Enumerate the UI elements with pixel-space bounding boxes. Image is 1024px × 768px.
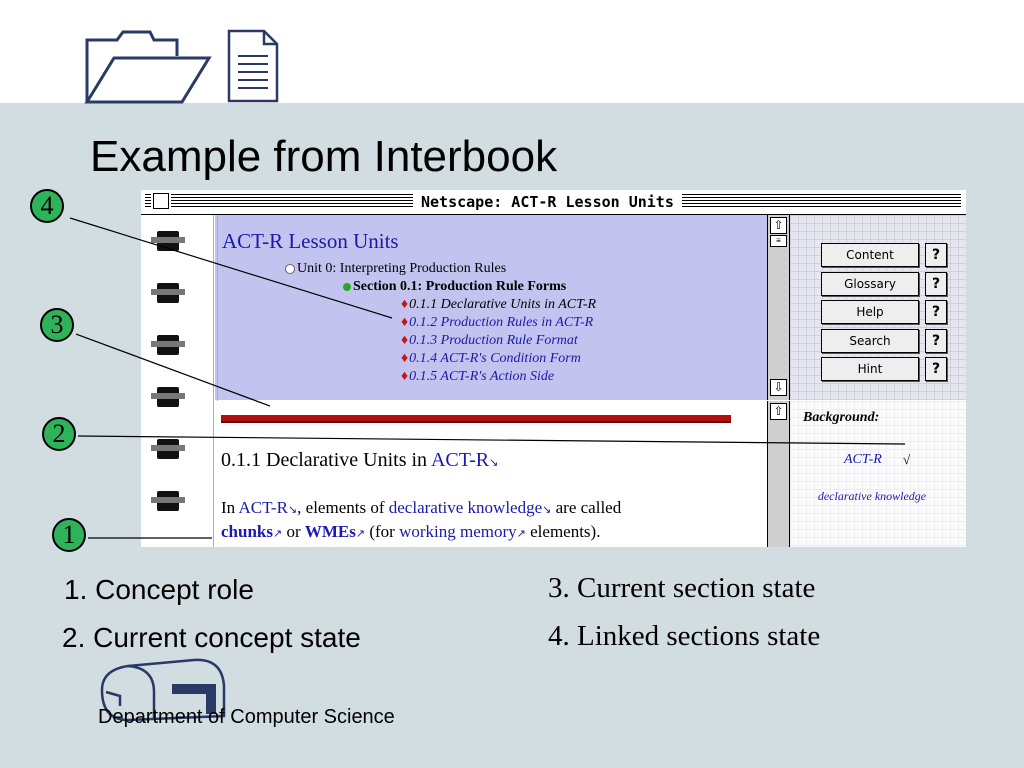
margin-line bbox=[217, 215, 218, 547]
toc-item[interactable]: ♦0.1.3 Production Rule Format bbox=[401, 333, 578, 349]
window-title: Netscape: ACT-R Lesson Units bbox=[413, 192, 682, 212]
toc-item[interactable]: ♦0.1.1 Declarative Units in ACT-R bbox=[401, 297, 596, 313]
known-checkmark: √ bbox=[903, 452, 911, 467]
bullet-red-icon: ♦ bbox=[401, 351, 409, 366]
document-icon bbox=[227, 29, 279, 103]
bullet-red-icon: ♦ bbox=[401, 297, 409, 312]
bullet-red-icon: ♦ bbox=[401, 315, 409, 330]
margin-line bbox=[213, 215, 214, 547]
background-concept-declarative-knowledge[interactable]: declarative knowledge bbox=[817, 489, 927, 503]
link-up-arrow-icon: ↗ bbox=[272, 528, 283, 540]
content-paragraph-line: chunks↗ or WMEs↗ (for working memory↗ el… bbox=[221, 522, 600, 542]
toc-item-label: 0.1.4 ACT-R's Condition Form bbox=[409, 351, 581, 366]
help-button[interactable]: Help bbox=[821, 300, 919, 324]
paragraph-text: or bbox=[282, 522, 305, 541]
footer-department: Department of Computer Science bbox=[98, 706, 395, 728]
link-down-arrow-icon: ↘ bbox=[287, 504, 298, 516]
notebook-binder bbox=[141, 215, 211, 547]
help-help-button[interactable]: ? bbox=[925, 300, 947, 324]
concept-link-wmes[interactable]: WMEs bbox=[304, 522, 356, 541]
leader-line-2 bbox=[77, 435, 906, 445]
concept-link-declarative-knowledge[interactable]: declarative knowledge bbox=[388, 498, 543, 517]
concept-link-working-memory[interactable]: working memory bbox=[399, 522, 517, 541]
search-help-button[interactable]: ? bbox=[925, 329, 947, 353]
close-box-icon[interactable] bbox=[153, 193, 169, 209]
toc-item[interactable]: ♦0.1.2 Production Rules in ACT-R bbox=[401, 315, 593, 331]
leader-line-3 bbox=[75, 333, 271, 407]
paragraph-text: , elements of bbox=[297, 498, 389, 517]
link-down-arrow-icon: ↘ bbox=[542, 504, 552, 516]
paragraph-text: (for bbox=[365, 522, 400, 541]
toc-item-label: 0.1.3 Production Rule Format bbox=[409, 333, 578, 348]
toc-item-label: 0.1.2 Production Rules in ACT-R bbox=[409, 315, 594, 330]
toc-item-label: 0.1.1 Declarative Units in ACT-R bbox=[409, 297, 597, 312]
netscape-window-screenshot: Netscape: ACT-R Lesson Units ACT-R Lesso… bbox=[141, 190, 966, 547]
paragraph-text: are called bbox=[551, 498, 622, 517]
leader-line-4 bbox=[69, 217, 393, 319]
callout-3: 3 bbox=[40, 308, 74, 342]
toc-unit-label: Unit 0: Interpreting Production Rules bbox=[297, 261, 507, 276]
legend-item-2: 2. Current concept state bbox=[62, 622, 361, 653]
red-divider bbox=[221, 415, 731, 423]
glossary-button[interactable]: Glossary bbox=[821, 272, 919, 296]
legend-item-3: 3. Current section state bbox=[548, 572, 816, 604]
toc-scrollbar[interactable]: ⇧ ≡ ⇩ bbox=[767, 215, 790, 400]
concept-link-act-r[interactable]: ACT-R bbox=[238, 498, 288, 517]
legend-item-4: 4. Linked sections state bbox=[548, 620, 821, 652]
toc-unit[interactable]: Unit 0: Interpreting Production Rules bbox=[285, 261, 506, 277]
search-button[interactable]: Search bbox=[821, 329, 919, 353]
content-button[interactable]: Content bbox=[821, 243, 919, 267]
toc-section[interactable]: Section 0.1: Production Rule Forms bbox=[343, 279, 566, 295]
table-of-contents-frame: ACT-R Lesson Units Unit 0: Interpreting … bbox=[215, 215, 837, 400]
scroll-up-arrow-icon[interactable]: ⇧ bbox=[770, 403, 787, 420]
binder-ring bbox=[151, 491, 185, 511]
binder-ring bbox=[151, 387, 185, 407]
bullet-white-icon bbox=[285, 263, 295, 274]
content-help-button[interactable]: ? bbox=[925, 243, 947, 267]
link-up-arrow-icon: ↗ bbox=[516, 528, 526, 540]
content-heading: 0.1.1 Declarative Units in ACT-R↘ bbox=[221, 449, 498, 472]
hint-button[interactable]: Hint bbox=[821, 357, 919, 381]
callout-1: 1 bbox=[52, 518, 86, 552]
toc-item[interactable]: ♦0.1.5 ACT-R's Action Side bbox=[401, 369, 554, 385]
toc-item[interactable]: ♦0.1.4 ACT-R's Condition Form bbox=[401, 351, 581, 367]
callout-2: 2 bbox=[42, 417, 76, 451]
binder-ring bbox=[151, 439, 185, 459]
toc-section-label: Section 0.1: Production Rule Forms bbox=[353, 279, 567, 294]
scroll-thumb[interactable]: ≡ bbox=[770, 235, 787, 247]
mailbox-icon bbox=[100, 658, 226, 722]
toc-title[interactable]: ACT-R Lesson Units bbox=[222, 229, 399, 253]
paragraph-text: In bbox=[221, 498, 239, 517]
titlebar-stripes bbox=[145, 194, 151, 208]
scroll-up-arrow-icon[interactable]: ⇧ bbox=[770, 217, 787, 234]
bullet-red-icon: ♦ bbox=[401, 369, 409, 384]
background-header: Background: bbox=[803, 410, 880, 425]
callout-4: 4 bbox=[30, 189, 64, 223]
background-concept-act-r[interactable]: ACT-R bbox=[844, 452, 882, 467]
paragraph-text: elements). bbox=[525, 522, 601, 541]
link-down-arrow-icon: ↘ bbox=[489, 457, 499, 469]
scroll-down-arrow-icon[interactable]: ⇩ bbox=[770, 379, 787, 396]
slide-title: Example from Interbook bbox=[90, 132, 558, 181]
toc-item-label: 0.1.5 ACT-R's Action Side bbox=[409, 369, 555, 384]
link-up-arrow-icon: ↗ bbox=[355, 528, 366, 540]
hint-help-button[interactable]: ? bbox=[925, 357, 947, 381]
background-concepts-panel bbox=[790, 401, 966, 547]
bullet-green-icon bbox=[343, 282, 351, 291]
legend-item-1: 1. Concept role bbox=[64, 574, 254, 605]
folder-icon bbox=[84, 30, 212, 104]
glossary-help-button[interactable]: ? bbox=[925, 272, 947, 296]
concept-link-chunks[interactable]: chunks bbox=[221, 522, 273, 541]
window-titlebar[interactable]: Netscape: ACT-R Lesson Units bbox=[141, 190, 966, 215]
binder-ring bbox=[151, 231, 185, 251]
binder-ring bbox=[151, 283, 185, 303]
binder-ring bbox=[151, 335, 185, 355]
content-scrollbar[interactable]: ⇧ bbox=[767, 401, 790, 547]
content-frame: 0.1.1 Declarative Units in ACT-R↘ In ACT… bbox=[215, 401, 767, 547]
bullet-red-icon: ♦ bbox=[401, 333, 409, 348]
content-paragraph-line: In ACT-R↘, elements of declarative knowl… bbox=[221, 498, 621, 518]
heading-concept-link[interactable]: ACT-R bbox=[430, 449, 490, 471]
heading-text: 0.1.1 Declarative Units in bbox=[221, 449, 431, 471]
